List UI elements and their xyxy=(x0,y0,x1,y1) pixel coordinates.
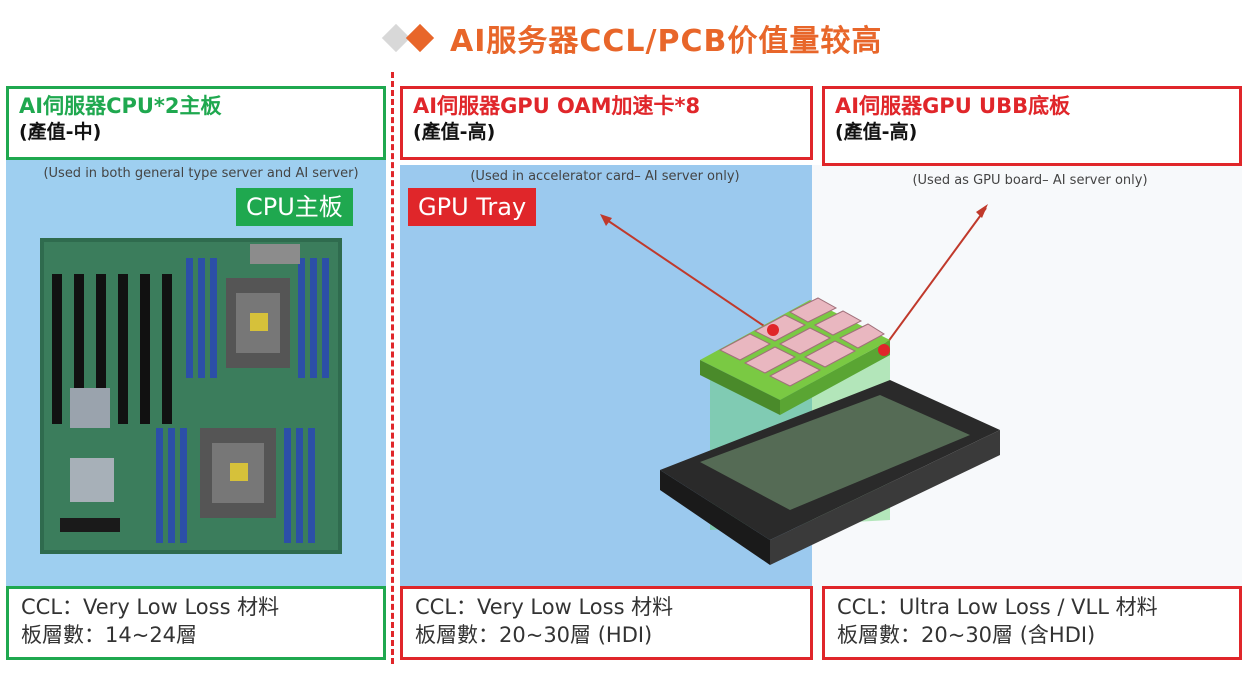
gpu-ubb-title: AI伺服器GPU UBB底板 xyxy=(835,94,1071,118)
gpu-ubb-footer: CCL：Ultra Low Loss / VLL 材料 板層數：20~30層 (… xyxy=(822,586,1242,660)
gpu-oam-footer: CCL：Very Low Loss 材料 板層數：20~30層 (HDI) xyxy=(400,586,813,660)
gpu-oam-layers: 板層數：20~30層 (HDI) xyxy=(415,623,653,647)
panel-divider xyxy=(391,72,394,664)
gpu-oam-value: (產值-高) xyxy=(413,121,496,143)
cpu-motherboard-image xyxy=(40,238,342,554)
gpu-ubb-layers: 板層數：20~30層 (含HDI) xyxy=(837,623,1096,647)
cpu-board-note: (Used in both general type server and AI… xyxy=(43,166,359,181)
gpu-ubb-header: AI伺服器GPU UBB底板 (產值-高) xyxy=(822,86,1242,166)
gpu-oam-title: AI伺服器GPU OAM加速卡*8 xyxy=(413,94,701,118)
page-title: AI服务器CCL/PCB价值量较高 xyxy=(450,24,883,59)
gpu-tray-image xyxy=(600,204,1000,565)
gpu-ubb-ccl: CCL：Ultra Low Loss / VLL 材料 xyxy=(837,595,1158,619)
page-title-area: AI服务器CCL/PCB价值量较高 xyxy=(0,12,1255,62)
cpu-board-ccl: CCL：Very Low Loss 材料 xyxy=(21,595,280,619)
cpu-board-value: (產值-中) xyxy=(19,121,102,143)
cpu-board-title: AI伺服器CPU*2主板 xyxy=(19,94,222,118)
gpu-oam-ccl: CCL：Very Low Loss 材料 xyxy=(415,595,674,619)
gpu-oam-header: AI伺服器GPU OAM加速卡*8 (產值-高) xyxy=(400,86,813,160)
cpu-board-footer: CCL：Very Low Loss 材料 板層數：14~24層 xyxy=(6,586,386,660)
gpu-ubb-note: (Used as GPU board– AI server only) xyxy=(912,173,1148,188)
cpu-board-layers: 板層數：14~24層 xyxy=(21,623,198,647)
gpu-oam-note: (Used in accelerator card– AI server onl… xyxy=(470,169,740,184)
diamond-bullet-icon xyxy=(381,23,435,53)
cpu-board-tag: CPU主板 xyxy=(236,188,353,226)
gpu-ubb-value: (產值-高) xyxy=(835,121,918,143)
cpu-board-header: AI伺服器CPU*2主板 (產值-中) xyxy=(6,86,386,160)
gpu-tray-tag: GPU Tray xyxy=(408,188,537,226)
panel-ubb-background xyxy=(812,165,1242,590)
